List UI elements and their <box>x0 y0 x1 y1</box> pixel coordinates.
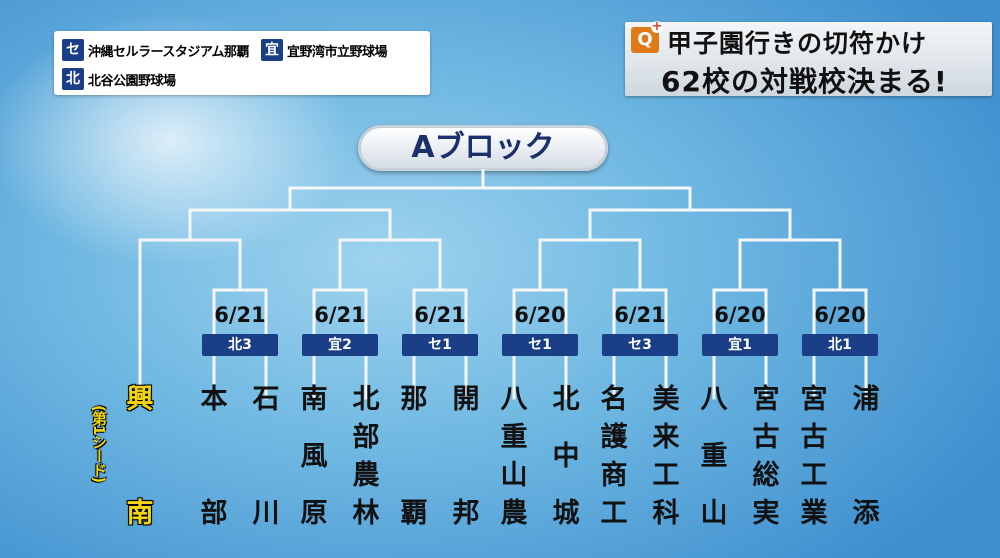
school-char: 部 <box>200 498 228 529</box>
headline-line-2: 62校の対戦校決まる! <box>661 65 948 98</box>
school-char: 科 <box>652 498 680 529</box>
school-char: 古 <box>800 422 828 453</box>
school-name: 名護商工 <box>594 384 634 534</box>
school-char: 八 <box>500 384 528 415</box>
school-char: 八 <box>700 384 728 415</box>
school-name: 北部農林 <box>346 384 386 534</box>
school-char: 川 <box>252 498 280 529</box>
school-char: 重 <box>500 422 528 453</box>
match-venue-badge: セ1 <box>502 334 578 356</box>
school-name: 開邦 <box>446 384 486 534</box>
venue-item: 北 北谷公園野球場 <box>62 67 176 91</box>
match-date: 6/21 <box>614 303 666 327</box>
venue-item: 宜 宜野湾市立野球場 <box>261 38 388 62</box>
match-venue-badge: 北3 <box>202 334 278 356</box>
school-char: 城 <box>552 498 580 529</box>
school-name: 美来工科 <box>646 384 686 534</box>
school-char: 北 <box>552 384 580 415</box>
school-name: 八重山 <box>694 384 734 534</box>
school-char: 南 <box>300 384 328 415</box>
match-date: 6/21 <box>314 303 366 327</box>
venue-badge: 宜 <box>261 39 283 61</box>
school-char: 美 <box>652 384 680 415</box>
school-char: 実 <box>752 498 780 529</box>
school-char: 風 <box>300 441 328 472</box>
school-char: 業 <box>800 498 828 529</box>
match-date: 6/21 <box>414 303 466 327</box>
school-name: 那覇 <box>394 384 434 534</box>
school-char: 工 <box>652 460 680 491</box>
school-name: 北中城 <box>546 384 586 534</box>
match-date: 6/21 <box>214 303 266 327</box>
match-venue-badge: 宜1 <box>702 334 778 356</box>
match-date: 6/20 <box>814 303 866 327</box>
seed-school-top: 興 <box>126 384 154 415</box>
school-char: 宮 <box>800 384 828 415</box>
school-name: 南風原 <box>294 384 334 534</box>
school-char: 部 <box>352 422 380 453</box>
school-char: 商 <box>600 460 628 491</box>
school-char: 護 <box>600 422 628 453</box>
school-char: 宮 <box>752 384 780 415</box>
school-char: 来 <box>652 422 680 453</box>
venue-name: 宜野湾市立野球場 <box>287 44 388 60</box>
match-venue-badge: セ3 <box>602 334 678 356</box>
venue-badge: セ <box>62 39 84 61</box>
headline-box: +Q 甲子園行きの切符かけ 62校の対戦校決まる! <box>625 20 992 98</box>
school-name: 宮古総実 <box>746 384 786 534</box>
school-char: 重 <box>700 441 728 472</box>
venue-badge: 北 <box>62 68 84 90</box>
program-logo: +Q <box>631 20 663 53</box>
match-venue-badge: 北1 <box>802 334 878 356</box>
school-name: 浦添 <box>846 384 886 534</box>
school-char: 本 <box>200 384 228 415</box>
school-char: 原 <box>300 498 328 529</box>
school-char: 農 <box>352 460 380 491</box>
seed-school-bottom: 南 <box>126 498 154 529</box>
school-char: 山 <box>500 460 528 491</box>
school-char: 石 <box>252 384 280 415</box>
school-char: 工 <box>600 498 628 529</box>
headline-line-1: 甲子園行きの切符かけ <box>667 29 928 58</box>
school-char: 邦 <box>452 498 480 529</box>
match-venue-badge: 宜2 <box>302 334 378 356</box>
match-venue-badge: セ1 <box>402 334 478 356</box>
school-char: 覇 <box>400 498 428 529</box>
school-name: 宮古工業 <box>794 384 834 534</box>
match-date: 6/20 <box>514 303 566 327</box>
venue-name: 沖縄セルラースタジアム那覇 <box>88 44 249 60</box>
school-char: 添 <box>852 498 880 529</box>
school-char: 北 <box>352 384 380 415</box>
school-name: 石川 <box>246 384 286 534</box>
school-char: 林 <box>352 498 380 529</box>
venue-legend: セ 沖縄セルラースタジアム那覇 宜 宜野湾市立野球場 北 北谷公園野球場 <box>54 31 430 95</box>
school-char: 開 <box>452 384 480 415</box>
venue-item: セ 沖縄セルラースタジアム那覇 <box>62 38 249 62</box>
venue-name: 北谷公園野球場 <box>88 73 176 89</box>
school-char: 山 <box>700 498 728 529</box>
school-char: 浦 <box>852 384 880 415</box>
school-name: 八重山農 <box>494 384 534 534</box>
school-char: 古 <box>752 422 780 453</box>
school-char: 那 <box>400 384 428 415</box>
plus-icon: + <box>651 19 663 34</box>
school-name: 本部 <box>194 384 234 534</box>
school-char: 工 <box>800 460 828 491</box>
school-char: 総 <box>752 460 780 491</box>
match-date: 6/20 <box>714 303 766 327</box>
school-char: 農 <box>500 498 528 529</box>
school-char: 中 <box>552 441 580 472</box>
seed-label: (第1シード) <box>90 405 108 483</box>
school-char: 名 <box>600 384 628 415</box>
